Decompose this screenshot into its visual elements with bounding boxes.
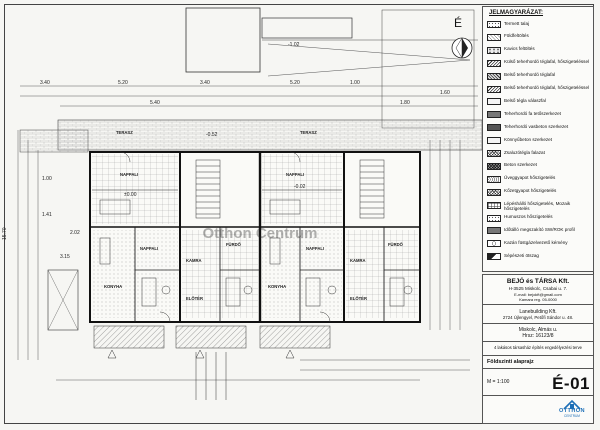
room-label: KONYHA bbox=[104, 284, 122, 289]
legend-swatch bbox=[487, 33, 501, 41]
dim-top-5: 1.00 bbox=[350, 80, 360, 86]
legend-swatch bbox=[487, 111, 501, 119]
room-label: TERASZ bbox=[116, 130, 133, 135]
legend-label: Humuszos hőszigetelés bbox=[504, 214, 553, 219]
north-label: É bbox=[454, 16, 463, 30]
legend-swatch bbox=[487, 137, 501, 145]
legend-label: Földfeltöltés bbox=[504, 33, 529, 39]
room-label: FÜRDŐ bbox=[226, 242, 242, 247]
level-4: -1.02 bbox=[288, 42, 300, 48]
scale-label: M = 1:100 bbox=[487, 379, 510, 385]
room-label: KAMRA bbox=[186, 258, 202, 263]
legend-label: Beton szerkezet bbox=[504, 162, 537, 168]
dimension-labels-left: 15.70 1.41 1.00 2.02 3.15 bbox=[2, 176, 80, 260]
dim-left-5: 3.15 bbox=[60, 254, 70, 260]
firm-name: BEJÓ és TÁRSA Kft. bbox=[506, 278, 570, 285]
room-label: ELŐTÉR bbox=[186, 296, 203, 301]
house-logo-icon bbox=[563, 399, 581, 410]
watermark: Otthon Centrum bbox=[203, 225, 318, 242]
legend-swatch bbox=[487, 175, 501, 183]
legend-swatch bbox=[487, 227, 501, 235]
room-label: KAMRA bbox=[350, 258, 366, 263]
title-block: BEJÓ és TÁRSA Kft. H-3525 Miskolc, Csaba… bbox=[482, 274, 594, 424]
legend-swatch bbox=[487, 59, 501, 67]
project-description: 4 lakásos társasház építés engedélyezési… bbox=[494, 345, 582, 350]
dim-top-6: 1.80 bbox=[400, 100, 410, 106]
level-labels: -0.02 -0.52 ±0.00 -1.02 bbox=[124, 42, 306, 198]
level-2: -0.52 bbox=[206, 132, 218, 138]
legend-swatch bbox=[487, 72, 501, 80]
client-address: 2724 Újlengyel, Petőfi Sándor u. 48. bbox=[502, 315, 574, 320]
legend-label: Belső teherhordó téglafal bbox=[504, 72, 556, 78]
firm-address: H-3525 Miskolc, Csabai u. 7. bbox=[508, 286, 568, 291]
legend-swatch bbox=[487, 214, 501, 222]
otthon-centrum-logo: OTTHON CENTRUM bbox=[555, 397, 589, 421]
legend-label: Könnyűbeton szerkezet bbox=[504, 136, 553, 142]
dim-top-3: 3.40 bbox=[200, 80, 210, 86]
legend-label: Üveggyapot hőszigetelés bbox=[504, 175, 556, 181]
room-label: NAPPALI bbox=[120, 172, 138, 177]
dim-top-2: 5.20 bbox=[118, 80, 128, 86]
level-1: -0.02 bbox=[294, 184, 306, 190]
legend-swatch bbox=[487, 253, 501, 261]
north-arrow-icon bbox=[451, 37, 473, 59]
legend-label: Teherhordó fa tetőszerkezet bbox=[504, 110, 561, 116]
legend-swatch bbox=[487, 150, 501, 157]
legend-label: Lépéshálló hőszigetelés, Mozaik hősziget… bbox=[504, 201, 571, 212]
room-label: NAPPALI bbox=[140, 246, 158, 251]
legend-label: Kőzetgyapot hőszigetelés bbox=[504, 188, 557, 194]
legend-swatch bbox=[487, 201, 501, 209]
firm-email: E-mail: bejokft@gmail.com bbox=[514, 292, 562, 297]
legend-swatch bbox=[487, 162, 501, 170]
dim-top-1: 3.40 bbox=[40, 80, 50, 86]
legend-label: Kazán füstgázelvezető kémény bbox=[504, 239, 568, 245]
legend-label: Sépészeti ötszag bbox=[504, 252, 539, 258]
room-label: ELŐTÉR bbox=[350, 296, 367, 301]
room-label: NAPPALI bbox=[306, 246, 324, 251]
legend-swatch bbox=[487, 188, 501, 196]
site-city: Miskolc, Almás u. bbox=[518, 327, 558, 333]
dim-left-1: 15.70 bbox=[2, 227, 8, 240]
legend-label: Kavics feltöltés bbox=[504, 46, 535, 52]
dimension-labels-top: 3.40 5.20 3.40 5.20 1.00 1.80 5.40 1.60 bbox=[40, 80, 450, 106]
legend-label: Belső teherhordó téglafal, hőszigeteléss… bbox=[504, 85, 590, 90]
legend-label: Zsaluzótégla falazat bbox=[504, 149, 545, 155]
logo-text: OTTHON bbox=[558, 408, 585, 414]
legend-swatch bbox=[487, 240, 501, 248]
drawing-code: É-01 bbox=[552, 374, 590, 393]
dim-top-4: 5.20 bbox=[290, 80, 300, 86]
room-label: KONYHA bbox=[268, 284, 286, 289]
dim-left-2: 1.41 bbox=[42, 212, 52, 218]
room-label: TERASZ bbox=[300, 130, 317, 135]
dim-top-7: 5.40 bbox=[150, 100, 160, 106]
legend-label: Időtálló megszakító SW/ROK profil bbox=[504, 226, 575, 232]
dim-left-3: 1.00 bbox=[42, 176, 52, 182]
logo-subtext: CENTRUM bbox=[564, 414, 580, 418]
room-label: FÜRDŐ bbox=[388, 242, 404, 247]
dim-left-4: 2.02 bbox=[70, 230, 80, 236]
legend-label: Külső teherhordó téglafal, hőszigeteléss… bbox=[504, 59, 590, 65]
drawing-title: Földszinti alaprajz bbox=[487, 359, 534, 365]
firm-phone: Kamara reg. 05-0000 bbox=[519, 297, 557, 302]
legend-label: Belső tégla válaszfal bbox=[504, 97, 546, 103]
room-label: NAPPALI bbox=[286, 172, 304, 177]
level-3: ±0.00 bbox=[124, 192, 137, 198]
legend-label: Termett talaj bbox=[504, 20, 530, 26]
client-name: Lanebuilding Kft. bbox=[519, 309, 557, 315]
legend-swatch bbox=[487, 124, 501, 132]
legend-swatch bbox=[487, 46, 501, 54]
room-labels: NAPPALI NAPPALI NAPPALI NAPPALI KONYHA K… bbox=[104, 130, 404, 301]
legend-title: JELMAGYARÁZAT: bbox=[489, 10, 544, 16]
site-lot: Hrsz: 16123/8 bbox=[522, 333, 554, 339]
legend-swatch bbox=[487, 85, 501, 93]
dim-top-8: 1.60 bbox=[440, 90, 450, 96]
legend-label: Teherhordó vasbeton szerkezet bbox=[504, 123, 569, 129]
legend-swatch bbox=[487, 98, 501, 106]
legend-swatch bbox=[487, 21, 501, 28]
